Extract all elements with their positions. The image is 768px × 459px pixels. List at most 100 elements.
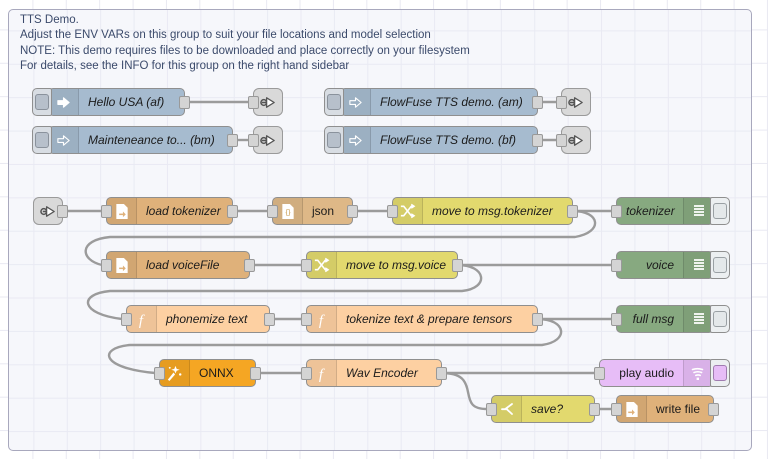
node-label: Hello USA (af) (88, 95, 165, 109)
output-port[interactable] (436, 367, 447, 380)
node-label: Mainteneance to... (bm) (88, 133, 215, 147)
input-port[interactable] (121, 313, 132, 326)
node-play-audio[interactable]: play audio (594, 359, 730, 387)
node-label: move to msg.voice (346, 258, 447, 272)
node-label: Wav Encoder (346, 366, 418, 380)
input-port[interactable] (248, 134, 259, 147)
debug-toggle-button[interactable] (710, 305, 730, 333)
node-load-tokenizer[interactable]: load tokenizer (101, 197, 238, 225)
inject-trigger-button[interactable] (32, 88, 52, 116)
debug-lines-icon (683, 306, 713, 332)
node-link-out-4[interactable] (556, 126, 591, 154)
node-move-to-msg-voice[interactable]: move to msg.voice (301, 251, 463, 279)
node-debug-full-msg[interactable]: full msg (611, 305, 730, 333)
node-label: json (312, 204, 335, 218)
inject-trigger-button[interactable] (324, 88, 344, 116)
input-port[interactable] (611, 403, 622, 416)
node-debug-tokenizer[interactable]: tokenizer (611, 197, 730, 225)
inject-arrow-icon (49, 127, 79, 153)
debug-toggle-button[interactable] (710, 197, 730, 225)
output-port[interactable] (57, 205, 68, 218)
file-in-icon (107, 252, 137, 278)
output-port[interactable] (250, 367, 261, 380)
input-port[interactable] (486, 403, 497, 416)
node-label: save? (531, 402, 564, 416)
function-f-icon: f (127, 306, 157, 332)
input-port[interactable] (101, 205, 112, 218)
inject-trigger-button[interactable] (32, 126, 52, 154)
file-out-icon (617, 396, 647, 422)
node-onnx[interactable]: ONNX (154, 359, 261, 387)
svg-text:f: f (319, 367, 325, 382)
output-port[interactable] (532, 96, 543, 109)
node-link-out-3[interactable] (556, 88, 591, 116)
input-port[interactable] (387, 205, 398, 218)
audio-toggle-button[interactable] (710, 359, 730, 387)
magic-wand-icon (160, 360, 190, 386)
node-save-switch[interactable]: save? (486, 395, 600, 423)
input-port[interactable] (594, 367, 605, 380)
node-inject-flowfuse-am[interactable]: FlowFuse TTS demo. (am) (324, 88, 543, 116)
node-tokenize-text-prepare-tensors[interactable]: f tokenize text & prepare tensors (301, 305, 543, 333)
debug-lines-icon (683, 198, 713, 224)
node-inject-flowfuse-bf[interactable]: FlowFuse TTS demo. (bf) (324, 126, 543, 154)
svg-text:f: f (139, 313, 145, 328)
input-port[interactable] (154, 367, 165, 380)
output-port[interactable] (264, 313, 275, 326)
input-port[interactable] (556, 134, 567, 147)
output-port[interactable] (532, 134, 543, 147)
debug-lines-icon (683, 252, 713, 278)
output-port[interactable] (244, 259, 255, 272)
node-debug-voice[interactable]: voice (611, 251, 730, 279)
output-port[interactable] (227, 205, 238, 218)
output-port[interactable] (589, 403, 600, 416)
debug-toggle-button[interactable] (710, 251, 730, 279)
output-port[interactable] (708, 403, 719, 416)
input-port[interactable] (556, 96, 567, 109)
inject-arrow-icon (49, 89, 79, 115)
output-port[interactable] (567, 205, 578, 218)
change-shuffle-icon (393, 198, 423, 224)
input-port[interactable] (267, 205, 278, 218)
input-port[interactable] (301, 367, 312, 380)
node-inject-maintenance[interactable]: Mainteneance to... (bm) (32, 126, 238, 154)
node-load-voicefile[interactable]: load voiceFile (101, 251, 255, 279)
inject-arrow-icon (341, 127, 371, 153)
node-label: tokenizer (626, 204, 675, 218)
output-port[interactable] (532, 313, 543, 326)
input-port[interactable] (101, 259, 112, 272)
function-f-icon: f (307, 360, 337, 386)
node-label: play audio (619, 366, 674, 380)
node-link-out-1[interactable] (248, 88, 283, 116)
group-description-text: TTS Demo. Adjust the ENV VARs on this gr… (20, 14, 470, 73)
input-port[interactable] (248, 96, 259, 109)
output-port[interactable] (227, 134, 238, 147)
input-port[interactable] (611, 313, 622, 326)
node-label: tokenize text & prepare tensors (346, 312, 513, 326)
output-port[interactable] (452, 259, 463, 272)
node-phonemize-text[interactable]: f phonemize text (121, 305, 275, 333)
file-in-icon (107, 198, 137, 224)
node-label: load tokenizer (146, 204, 221, 218)
node-label: ONNX (199, 366, 234, 380)
switch-branch-icon (492, 396, 522, 422)
inject-trigger-button[interactable] (324, 126, 344, 154)
node-json[interactable]: {} json (267, 197, 358, 225)
node-write-file[interactable]: write file (611, 395, 719, 423)
input-port[interactable] (611, 259, 622, 272)
output-port[interactable] (179, 96, 190, 109)
node-link-out-2[interactable] (248, 126, 283, 154)
svg-text:f: f (319, 313, 325, 328)
node-label: phonemize text (166, 312, 248, 326)
input-port[interactable] (301, 313, 312, 326)
node-wav-encoder[interactable]: f Wav Encoder (301, 359, 447, 387)
node-move-to-msg-tokenizer[interactable]: move to msg.tokenizer (387, 197, 578, 225)
node-link-in-1[interactable] (33, 197, 68, 225)
input-port[interactable] (301, 259, 312, 272)
output-port[interactable] (347, 205, 358, 218)
node-inject-hello-usa[interactable]: Hello USA (af) (32, 88, 190, 116)
input-port[interactable] (611, 205, 622, 218)
node-label: FlowFuse TTS demo. (bf) (380, 133, 517, 147)
change-shuffle-icon (307, 252, 337, 278)
